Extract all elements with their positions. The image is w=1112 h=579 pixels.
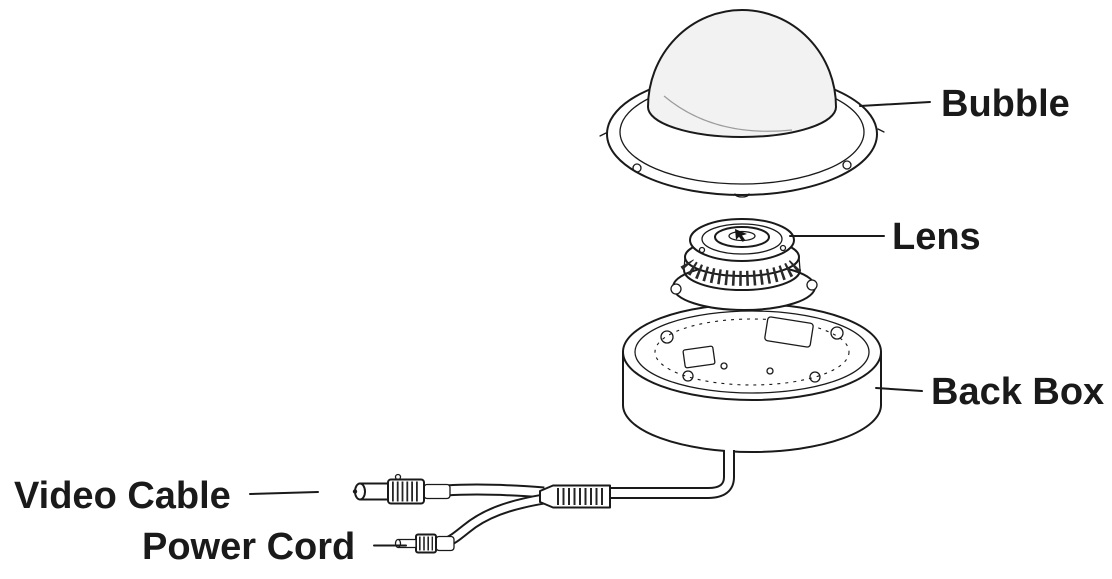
main-cable-fill xyxy=(606,450,733,497)
back-box-inner-rim xyxy=(634,310,870,394)
bubble-flange-notches xyxy=(599,128,885,198)
leader-lines xyxy=(249,101,931,547)
video-connector-pin xyxy=(352,489,358,494)
bubble-dome-reflection xyxy=(663,95,793,132)
video-connector-boot xyxy=(423,483,451,500)
power-connector xyxy=(394,533,455,554)
cable-drawing xyxy=(352,450,735,554)
back-box-perforation-pattern xyxy=(654,318,850,386)
back-box-drawing xyxy=(622,303,882,453)
back-box-leader-line xyxy=(875,387,923,392)
bubble-leader-line xyxy=(859,101,931,107)
inline-connector xyxy=(539,484,611,509)
lens-ring-bottom-edge xyxy=(683,269,801,291)
lens-face-screw-right xyxy=(779,244,787,252)
bubble-dome xyxy=(646,9,838,138)
lens-drawing xyxy=(670,218,818,311)
back-box-bottom-edge xyxy=(622,404,882,453)
back-box-label: Back Box xyxy=(931,371,1104,413)
video-cable-leader-line xyxy=(249,491,319,495)
lens-base-screw-right xyxy=(806,279,818,291)
back-box-internal-parts xyxy=(660,316,844,383)
lens-ribbed-ring-texture xyxy=(680,258,804,286)
video-connector xyxy=(352,473,451,505)
labels: Bubble Lens Back Box Video Cable Power C… xyxy=(14,83,1104,568)
video-cable-branch-fill xyxy=(445,485,545,497)
bubble-drawing xyxy=(599,9,885,198)
back-box-outer-rim xyxy=(622,303,882,401)
main-cable xyxy=(606,450,735,499)
video-connector-bayonet-nub xyxy=(394,473,402,481)
lens-barrel-ring xyxy=(714,226,770,248)
lens-base-screw-left xyxy=(670,283,682,295)
lens-label: Lens xyxy=(892,216,981,258)
power-cord-label: Power Cord xyxy=(142,526,355,568)
bubble-label: Bubble xyxy=(941,83,1070,125)
lens-center-pointer xyxy=(735,229,747,242)
video-cable-label: Video Cable xyxy=(14,475,231,517)
lens-face-screw-left xyxy=(698,246,706,254)
power-connector-boot xyxy=(435,535,455,552)
lens-outer-ring xyxy=(701,223,783,255)
